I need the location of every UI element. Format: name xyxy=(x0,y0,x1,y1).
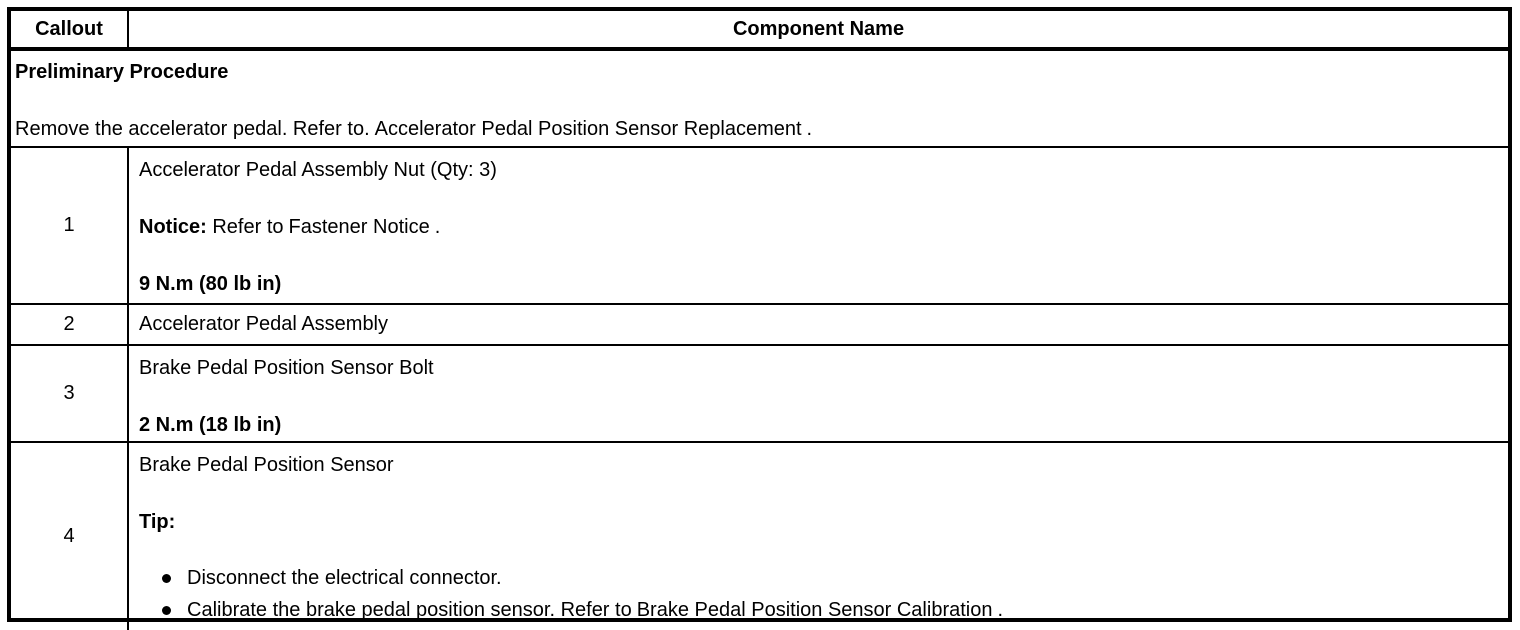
callout-cell: 4 xyxy=(11,443,129,630)
callout-column-header: Callout xyxy=(11,11,129,47)
callout-cell: 2 xyxy=(11,305,129,344)
component-cell: Accelerator Pedal Assembly xyxy=(129,305,1508,344)
tip-bullet-item: Calibrate the brake pedal position senso… xyxy=(162,599,1498,622)
bullet-icon xyxy=(162,574,171,583)
callout-cell: 1 xyxy=(11,148,129,303)
component-name-column-header: Component Name xyxy=(129,11,1508,47)
table-row: 1 Accelerator Pedal Assembly Nut (Qty: 3… xyxy=(11,148,1508,305)
preliminary-instruction: Remove the accelerator pedal. Refer to.A… xyxy=(15,118,1504,141)
table-row: 4 Brake Pedal Position Sensor Tip: Disco… xyxy=(11,443,1508,630)
component-header-label: Component Name xyxy=(732,17,905,40)
component-cell: Brake Pedal Position Sensor Bolt 2 N.m (… xyxy=(129,346,1508,441)
fastener-notice-link[interactable]: Fastener Notice xyxy=(288,216,430,238)
component-name: Accelerator Pedal Assembly xyxy=(139,313,389,335)
preliminary-procedure-title: Preliminary Procedure xyxy=(15,61,229,83)
torque-spec: 2 N.m (18 lb in) xyxy=(139,414,282,436)
tip-bullet-text: Disconnect the electrical connector. xyxy=(187,567,502,589)
torque-spec: 9 N.m (80 lb in) xyxy=(139,273,282,295)
tip-bullet-text: Calibrate the brake pedal position senso… xyxy=(187,599,1003,622)
tip-label: Tip: xyxy=(139,511,176,533)
component-cell: Accelerator Pedal Assembly Nut (Qty: 3) … xyxy=(129,148,1508,303)
callout-number: 4 xyxy=(63,525,75,547)
callout-cell: 3 xyxy=(11,346,129,441)
component-name: Brake Pedal Position Sensor Bolt xyxy=(139,357,434,379)
component-cell: Brake Pedal Position Sensor Tip: Disconn… xyxy=(129,443,1508,630)
component-name: Accelerator Pedal Assembly Nut (Qty: 3) xyxy=(139,159,497,181)
table-header-row: Callout Component Name xyxy=(11,11,1508,51)
preliminary-instruction-period: . xyxy=(806,118,813,140)
table-row: 3 Brake Pedal Position Sensor Bolt 2 N.m… xyxy=(11,346,1508,443)
accelerator-pedal-position-sensor-replacement-link[interactable]: Accelerator Pedal Position Sensor Replac… xyxy=(374,118,802,140)
component-table: Callout Component Name Preliminary Proce… xyxy=(7,7,1512,630)
table-row: 2 Accelerator Pedal Assembly xyxy=(11,305,1508,346)
callout-number: 2 xyxy=(63,313,75,335)
notice-text: Refer to xyxy=(212,216,284,238)
brake-pedal-position-sensor-calibration-link[interactable]: Brake Pedal Position Sensor Calibration xyxy=(636,599,993,621)
tip-bullet-prefix: Calibrate the brake pedal position senso… xyxy=(187,599,632,621)
preliminary-procedure-cell: Preliminary Procedure Remove the acceler… xyxy=(11,51,1508,146)
notice-label: Notice: xyxy=(139,216,207,238)
preliminary-instruction-text: Remove the accelerator pedal. Refer to. xyxy=(15,118,370,140)
callout-header-label: Callout xyxy=(35,17,103,40)
component-name: Brake Pedal Position Sensor xyxy=(139,454,394,476)
callout-number: 1 xyxy=(63,214,75,236)
bullet-icon xyxy=(162,606,171,615)
tip-bullet-period: . xyxy=(997,599,1004,621)
notice-period: . xyxy=(434,216,441,238)
callout-number: 3 xyxy=(63,382,75,404)
preliminary-procedure-row: Preliminary Procedure Remove the acceler… xyxy=(11,51,1508,148)
tip-bullet-item: Disconnect the electrical connector. xyxy=(162,567,1498,590)
